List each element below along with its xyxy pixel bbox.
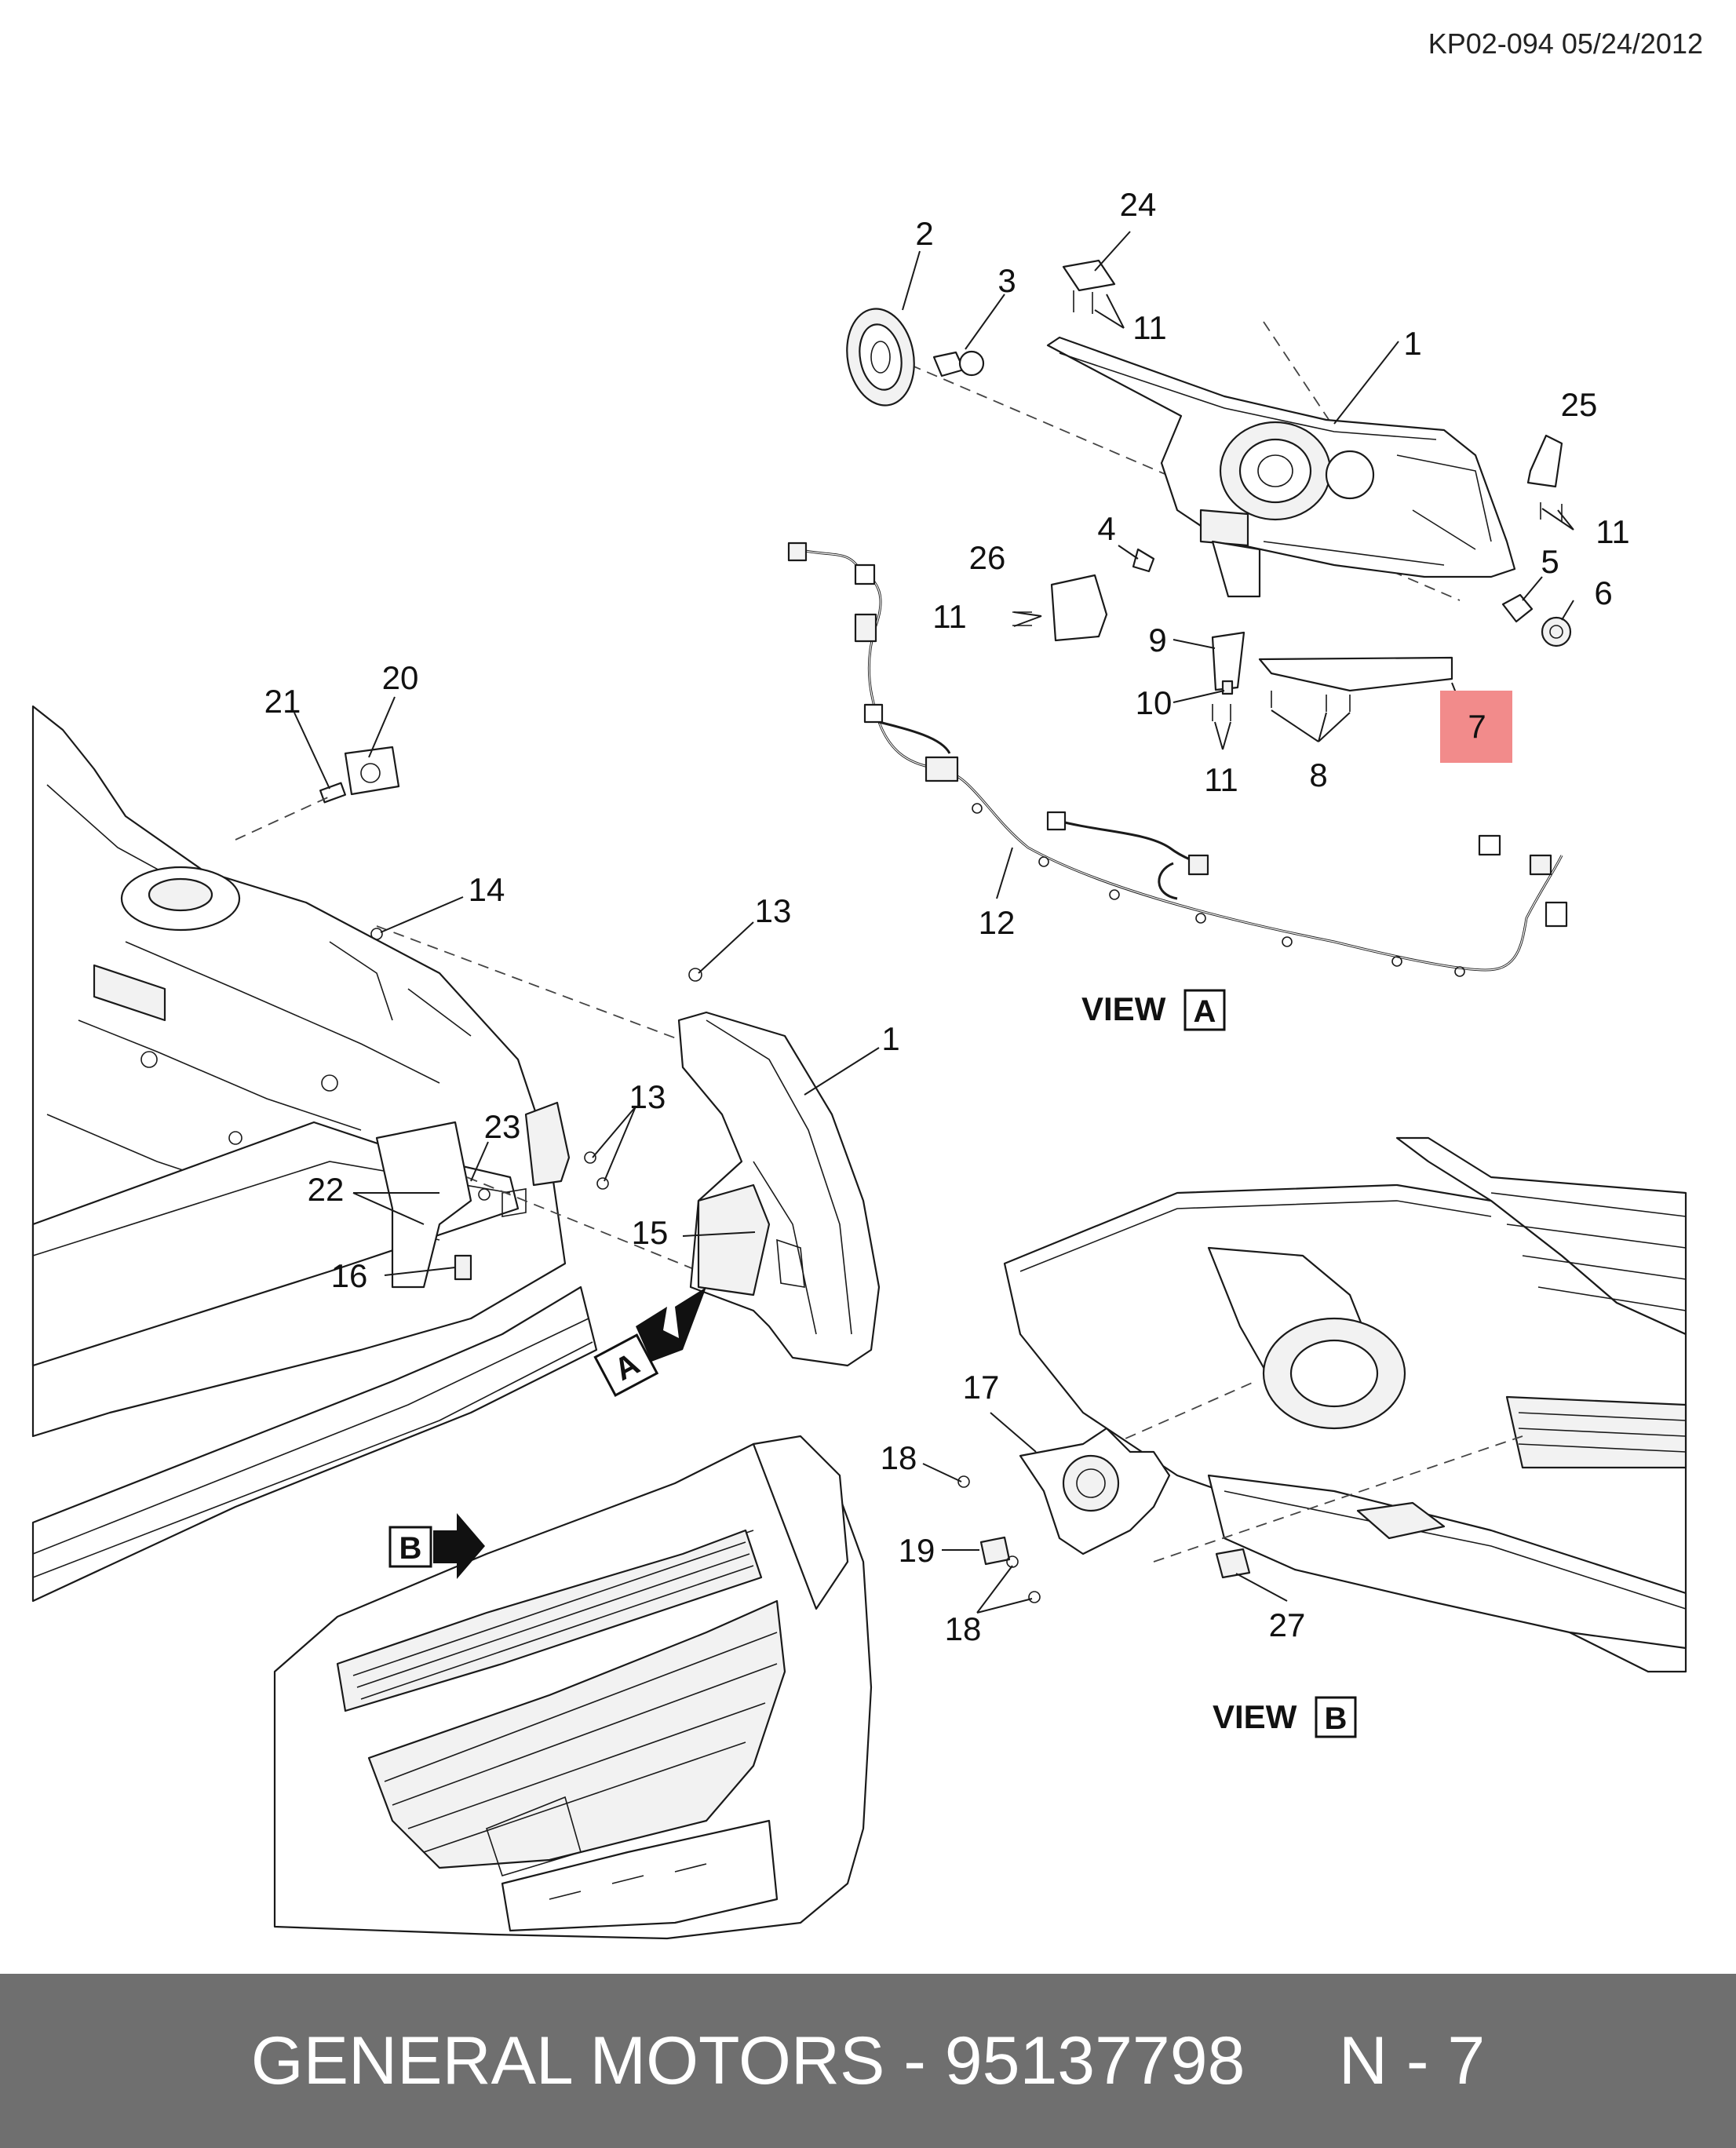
part-1-headlamp-side — [677, 1011, 881, 1367]
view-b-letter: B — [1325, 1701, 1348, 1736]
part-3-bulb — [932, 350, 985, 377]
part-10-nut — [1221, 680, 1234, 695]
part-6-socket — [1541, 616, 1572, 647]
callout-6: 6 — [1594, 574, 1612, 611]
footer-part-number: 95137798 — [944, 2022, 1245, 2099]
callout-11-a3: 11 — [932, 598, 967, 635]
view-a-letter: A — [1194, 994, 1216, 1029]
front-fascia-group — [273, 1435, 873, 1940]
part-7-trim — [1258, 656, 1453, 692]
callout-8: 8 — [1309, 757, 1327, 793]
callout-15: 15 — [632, 1214, 669, 1251]
part-4-bulb — [1132, 548, 1155, 573]
callout-16: 16 — [331, 1257, 368, 1294]
footer-separator: - — [903, 2022, 926, 2099]
callout-3: 3 — [997, 262, 1016, 299]
callout-13-upper: 13 — [755, 892, 792, 929]
parts-diagram: KP02-094 05/24/2012 — [31, 27, 1703, 1940]
callout-11-a4: 11 — [1204, 761, 1238, 798]
view-b-leaders — [922, 1412, 1288, 1614]
callout-11-a1: 11 — [1132, 309, 1167, 346]
callout-19: 19 — [899, 1532, 935, 1569]
callout-27: 27 — [1269, 1606, 1306, 1643]
callout-24: 24 — [1120, 186, 1157, 223]
view-b-label: VIEW — [1213, 1698, 1297, 1735]
view-a-arrow: A — [593, 1287, 706, 1397]
footer-ref-label: N - 7 — [1338, 2022, 1486, 2099]
part-2-dust-cap — [846, 308, 915, 407]
part-26-bracket — [1050, 574, 1108, 642]
callout-22: 22 — [308, 1171, 345, 1208]
callout-25: 25 — [1561, 386, 1598, 423]
callout-21: 21 — [264, 683, 301, 720]
view-b-group — [957, 1136, 1687, 1673]
part-5-bulb — [1501, 593, 1534, 623]
callout-11-a2: 11 — [1596, 513, 1630, 550]
part-20-fog-bracket — [344, 746, 400, 796]
callout-17: 17 — [963, 1369, 1000, 1406]
callout-10: 10 — [1136, 684, 1173, 721]
view-b-box — [1315, 1696, 1357, 1738]
footer-brand: GENERAL MOTORS — [250, 2022, 885, 2099]
callout-2: 2 — [915, 215, 933, 252]
footer-bar: GENERAL MOTORS - 95137798 N - 7 — [0, 1974, 1736, 2148]
callout-7-highlight — [1440, 691, 1512, 763]
callout-18-lower: 18 — [945, 1610, 982, 1647]
part-1-headlamp-view-a — [1046, 336, 1516, 598]
view-a-group: 2 3 24 11 1 25 11 4 5 6 26 11 9 10 11 8 … — [787, 186, 1630, 1031]
callout-4: 4 — [1097, 510, 1115, 547]
part-9-bracket — [1211, 631, 1245, 691]
body-structure-group — [31, 705, 778, 1603]
view-a-box — [1183, 989, 1226, 1031]
callout-5: 5 — [1541, 543, 1559, 580]
view-b-arrow: B — [388, 1513, 485, 1579]
part-12-wiring-harness — [787, 542, 1568, 977]
callout-13-lower: 13 — [629, 1078, 666, 1115]
callout-23: 23 — [484, 1108, 521, 1145]
part-25-bracket — [1526, 434, 1563, 521]
view-a-label: VIEW — [1081, 990, 1166, 1027]
part-24-bracket — [1062, 259, 1116, 314]
drawing-code: KP02-094 05/24/2012 — [1428, 27, 1703, 60]
callout-7: 7 — [1468, 708, 1486, 745]
callout-12: 12 — [979, 904, 1016, 941]
callout-18-upper: 18 — [881, 1439, 917, 1476]
callout-1-a: 1 — [1403, 325, 1421, 362]
callout-1-side: 1 — [881, 1020, 899, 1057]
callout-20: 20 — [382, 659, 419, 696]
callout-26: 26 — [969, 539, 1006, 576]
callout-9: 9 — [1148, 622, 1166, 658]
callout-14: 14 — [469, 871, 505, 908]
body-leaders — [294, 696, 880, 1276]
view-b-arrow-letter: B — [399, 1531, 422, 1566]
